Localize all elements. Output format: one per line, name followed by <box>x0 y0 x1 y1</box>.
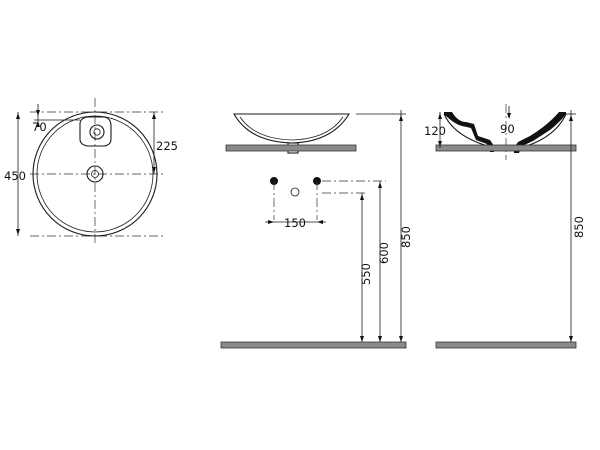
dim-225-label: 225 <box>156 139 178 153</box>
side-section-right <box>514 112 566 153</box>
front-basin-inner <box>239 116 344 141</box>
dim-450-arrow-top <box>16 113 20 119</box>
dim-225-arrow-top <box>152 113 156 119</box>
drain-outer <box>86 165 104 183</box>
side-section-left <box>444 112 494 152</box>
dim-150-arrow-left <box>268 220 274 224</box>
dim-450-arrow-bottom <box>16 229 20 235</box>
front-floor <box>220 341 407 349</box>
tap-hole-inner <box>93 128 101 136</box>
top-view: 70 225 450 <box>4 98 178 246</box>
dim-600-label: 600 <box>377 242 391 264</box>
dim-120-label: 120 <box>424 124 446 138</box>
outlet-middle <box>290 187 300 197</box>
front-view: 150 550 600 850 <box>220 110 413 349</box>
dim-850-arrow-top <box>399 115 403 121</box>
side-floor <box>435 341 577 349</box>
dim-850-label: 850 <box>399 226 413 248</box>
basin-outline-inner <box>36 115 154 233</box>
side-dim-850-arrow-top <box>569 115 573 121</box>
tap-deck <box>79 116 112 147</box>
dim-70-arrow-2 <box>36 121 40 127</box>
front-countertop <box>225 144 357 152</box>
dim-70-label: 70 <box>32 120 47 134</box>
side-view: 120 90 850 <box>424 104 586 349</box>
dim-550-arrow-bottom <box>360 336 364 342</box>
drain-inner <box>91 170 99 178</box>
dim-550-arrow-top <box>360 194 364 200</box>
dim-850-arrow-bottom <box>399 336 403 342</box>
dim-70-arrow <box>36 110 40 116</box>
dim-90-label: 90 <box>500 122 515 136</box>
dim-600-arrow-bottom <box>378 336 382 342</box>
basin-outline-outer <box>32 111 158 237</box>
side-countertop <box>435 144 577 152</box>
side-dim-850-label: 850 <box>572 216 586 238</box>
dim-450-label: 450 <box>4 169 26 183</box>
dim-550-label: 550 <box>359 263 373 285</box>
dim-225-arrow-bottom <box>152 167 156 173</box>
side-dim-850-arrow-bottom <box>569 336 573 342</box>
dim-90-arrow <box>507 113 511 119</box>
tap-hole-outer <box>89 124 105 140</box>
dim-600-arrow-top <box>378 182 382 188</box>
dim-120-arrow-top <box>438 113 442 119</box>
dim-120-arrow-bottom <box>438 141 442 147</box>
dim-150-label: 150 <box>284 216 306 230</box>
dim-150-arrow-right <box>317 220 323 224</box>
